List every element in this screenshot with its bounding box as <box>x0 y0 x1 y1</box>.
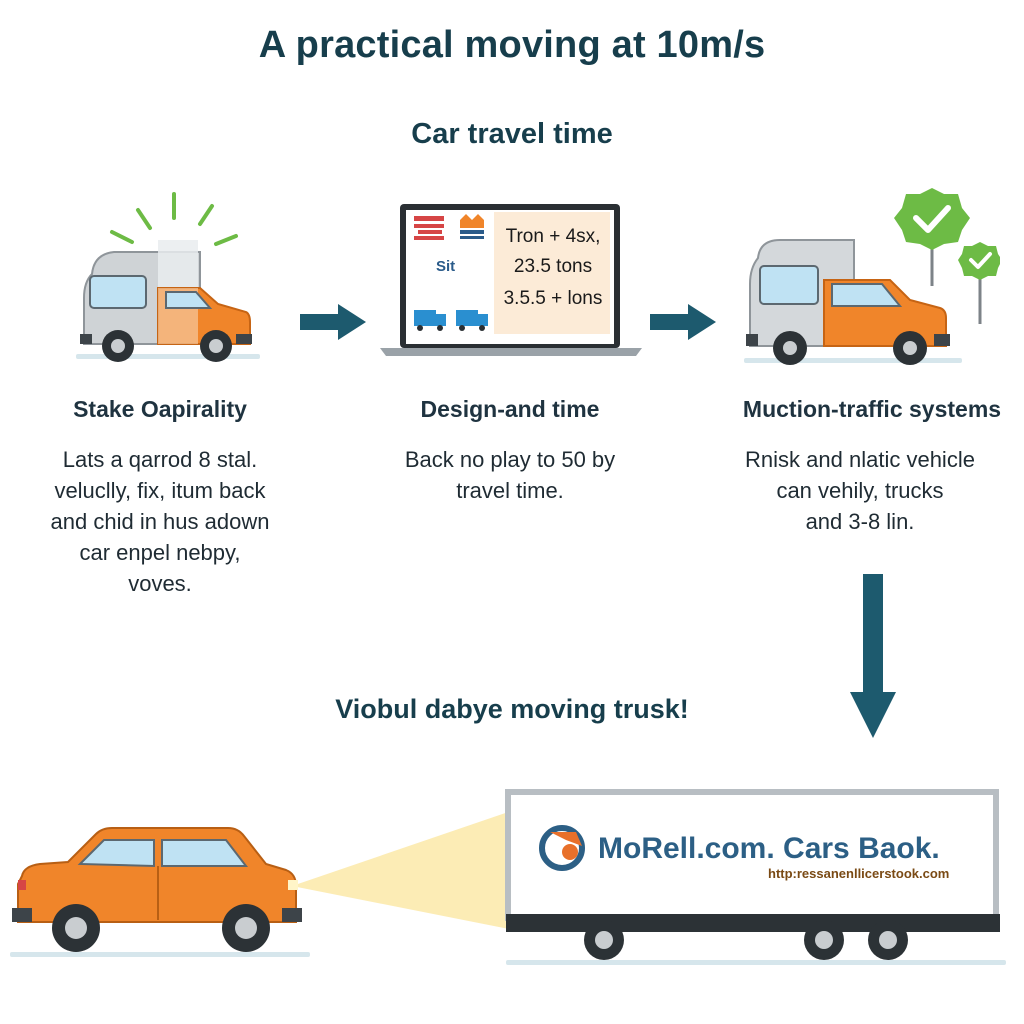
brand-logo-icon <box>539 825 585 871</box>
laptop-line-2: 23.5 tons <box>513 256 593 277</box>
check-badge-icon <box>894 188 970 250</box>
page-title: A practical moving at 10m/s <box>258 24 766 66</box>
sparkle-icon <box>110 192 238 246</box>
check-badge-icon <box>958 242 1000 280</box>
step-2-title: Design-and time <box>420 396 600 422</box>
laptop-side-label: Sit <box>436 258 456 275</box>
step-1-title: Stake Oapirality <box>73 396 247 422</box>
laptop-line-1: Tron + 4sx, <box>505 226 601 247</box>
step-3-title: Muction-traffic systems <box>742 396 1002 422</box>
orange-car <box>12 827 302 952</box>
step-2-description: Back no play to 50 by travel time. <box>404 447 616 503</box>
truck-url: http:ressanenllicerstook.com <box>768 866 950 881</box>
section-subtitle: Car travel time <box>411 118 613 150</box>
step-1-description: Lats a qarrod 8 stal. veluclly, fix, itu… <box>50 447 270 596</box>
laptop-illustration <box>378 202 644 358</box>
arrow-down-icon <box>848 574 898 740</box>
van-illustration-left <box>70 188 270 368</box>
light-beam <box>292 810 514 930</box>
truck-brand-name: MoRell.com. Cars Baok. <box>598 832 940 865</box>
van-illustration-right <box>740 186 1000 370</box>
arrow-right-icon <box>648 302 718 342</box>
laptop-line-3: 3.5.5 + lons <box>503 288 603 309</box>
banner-text: Viobul dabye moving trusk! <box>335 694 689 724</box>
arrow-right-icon <box>298 302 368 342</box>
moving-truck <box>505 789 1006 965</box>
step-3-description: Rnisk and nlatic vehicle can vehily, tru… <box>745 447 975 534</box>
car-and-truck-scene <box>0 780 1024 980</box>
